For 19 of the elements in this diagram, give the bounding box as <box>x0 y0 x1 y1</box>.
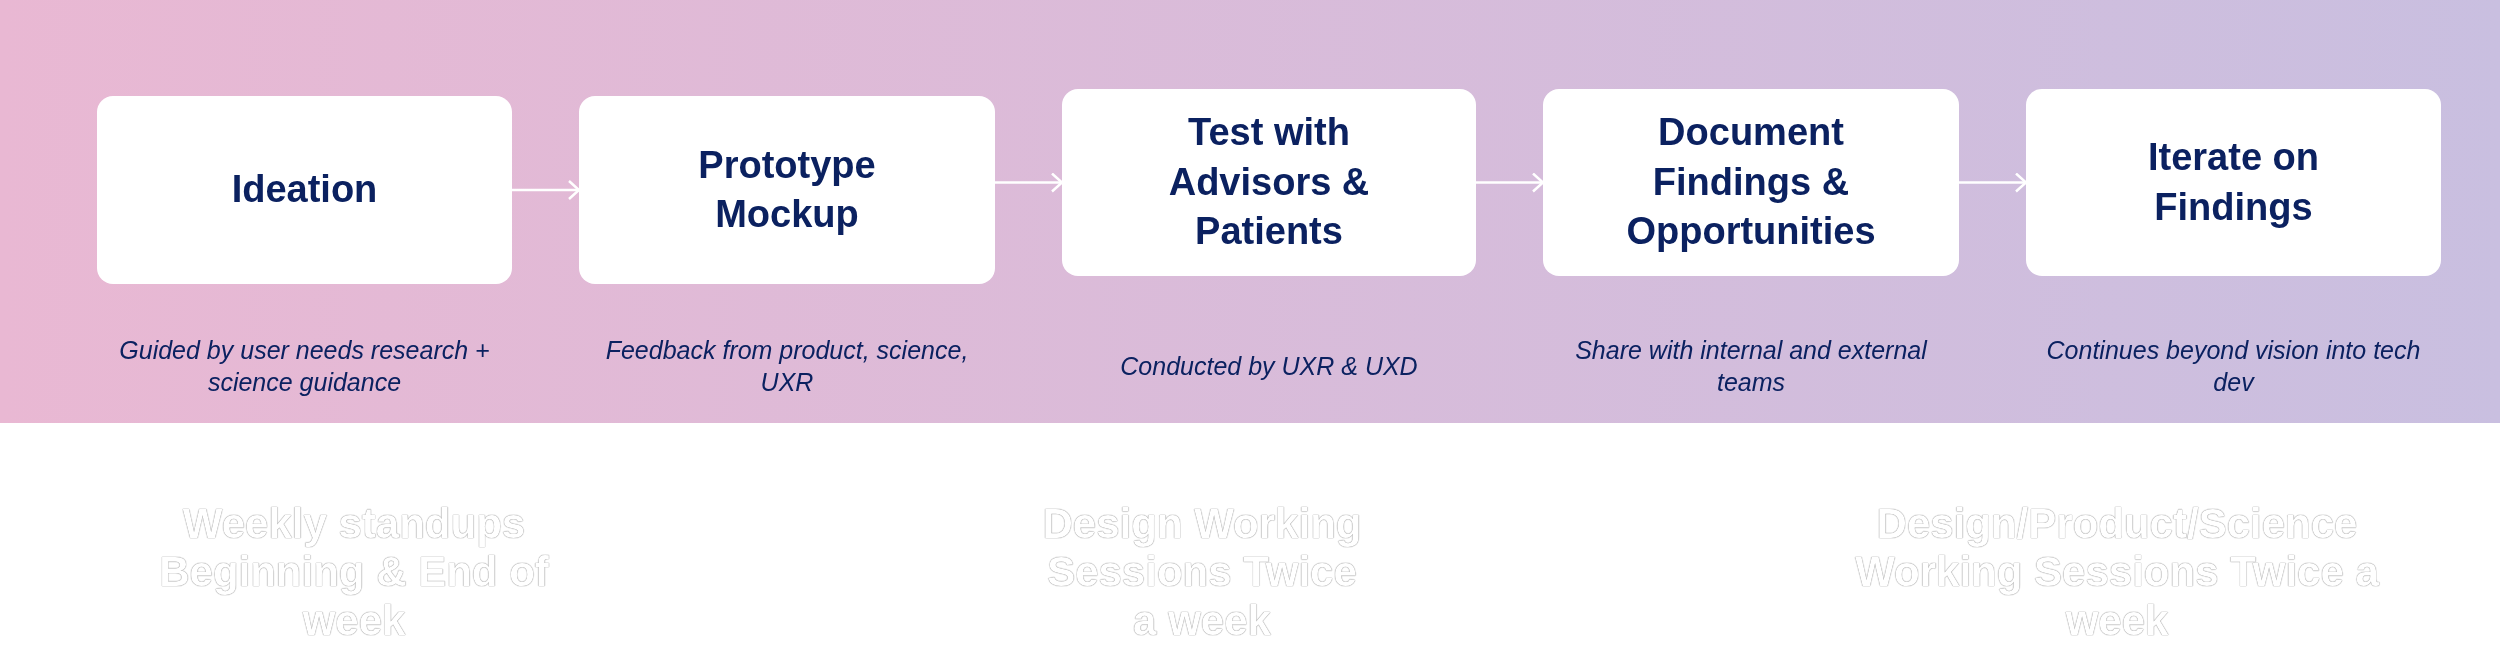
step-title: Document Findings & Opportunities <box>1625 110 1877 255</box>
step-caption: Guided by user needs research + science guidance <box>118 334 491 398</box>
arrow <box>1959 172 2028 193</box>
step-title: Iterate on Findings <box>2146 135 2320 230</box>
step-caption: Continues beyond vision into tech dev <box>2045 334 2422 398</box>
step-caption: Feedback from product, science, UXR <box>604 334 970 398</box>
step-title: Ideation <box>231 167 378 213</box>
arrow <box>1476 172 1545 193</box>
step-caption: Share with internal and external teams <box>1574 334 1929 398</box>
process-box <box>97 96 512 284</box>
process-box <box>1543 89 1959 276</box>
process-box <box>1062 89 1476 276</box>
arrow <box>995 172 1064 193</box>
arrow <box>512 179 581 201</box>
process-box <box>579 96 995 284</box>
step-title: Prototype Mockup <box>697 142 877 237</box>
step-caption: Conducted by UXR & UXD <box>1119 350 1419 382</box>
process-box <box>2026 89 2441 276</box>
step-title: Test with Advisors & Patients <box>1167 110 1371 255</box>
